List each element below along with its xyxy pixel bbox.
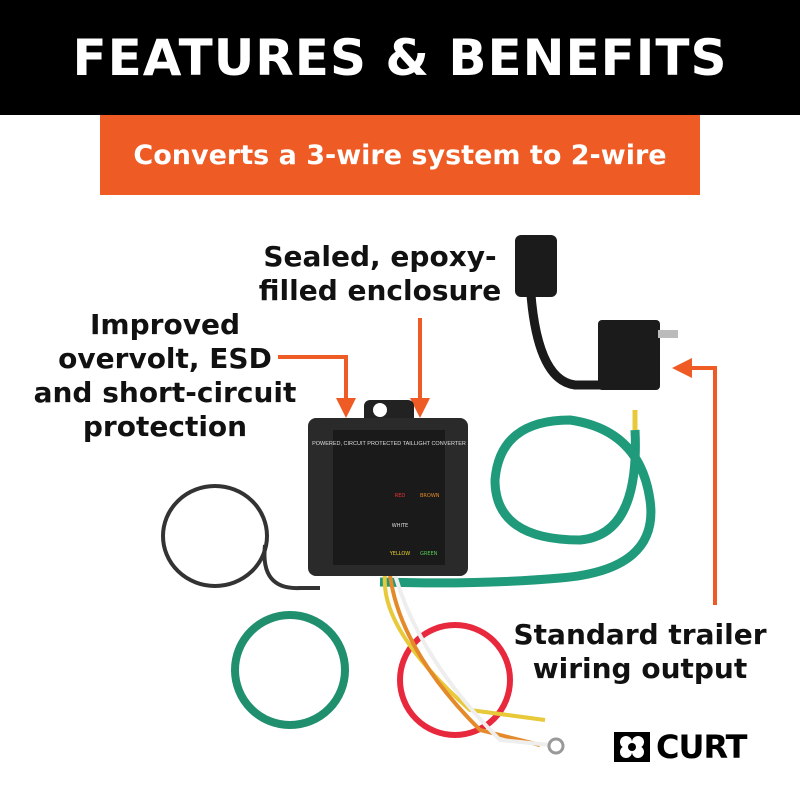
curt-logo-icon — [614, 732, 650, 762]
input-harness-green — [231, 611, 349, 729]
svg-text:RED: RED — [395, 493, 406, 499]
header-title: FEATURES & BENEFITS — [0, 0, 800, 115]
arrow-head — [410, 398, 430, 418]
callout-enclosure: Sealed, epoxy- filled enclosure — [250, 240, 510, 308]
feature-banner: Converts a 3-wire system to 2-wire — [100, 115, 700, 195]
ring-terminal — [547, 737, 565, 755]
callout-line: protection — [82, 410, 248, 443]
input-wire-red — [397, 622, 513, 738]
arrow-head — [672, 358, 692, 378]
svg-text:YELLOW: YELLOW — [389, 551, 411, 557]
product-label-title: POWERED, CIRCUIT PROTECTED TAILLIGHT CON… — [312, 441, 466, 447]
callout-output: Standard trailer wiring output — [510, 618, 770, 686]
connector-cap — [515, 235, 557, 297]
svg-text:GREEN: GREEN — [420, 551, 438, 557]
connector-cap-strap — [525, 279, 610, 390]
arrow-head — [336, 398, 356, 418]
svg-text:WHITE: WHITE — [392, 523, 408, 529]
callout-line: overvolt, ESD — [58, 342, 272, 375]
callout-line: wiring output — [532, 652, 748, 685]
arrow-output — [690, 366, 717, 605]
callout-line: Standard trailer — [513, 618, 767, 651]
callout-line: filled enclosure — [258, 274, 502, 307]
svg-text:BROWN: BROWN — [420, 493, 440, 499]
callout-line: and short-circuit — [33, 376, 297, 409]
arrow-protection — [278, 355, 348, 400]
ground-wire — [161, 484, 269, 588]
callout-line: Sealed, epoxy- — [263, 240, 497, 273]
callout-protection: Improved overvolt, ESD and short-circuit… — [20, 308, 310, 444]
brand-name: CURT — [656, 728, 747, 766]
callout-line: Improved — [90, 308, 240, 341]
output-harness — [379, 415, 656, 588]
flat-4-connector — [598, 320, 660, 390]
curt-logo: CURT — [614, 728, 747, 766]
